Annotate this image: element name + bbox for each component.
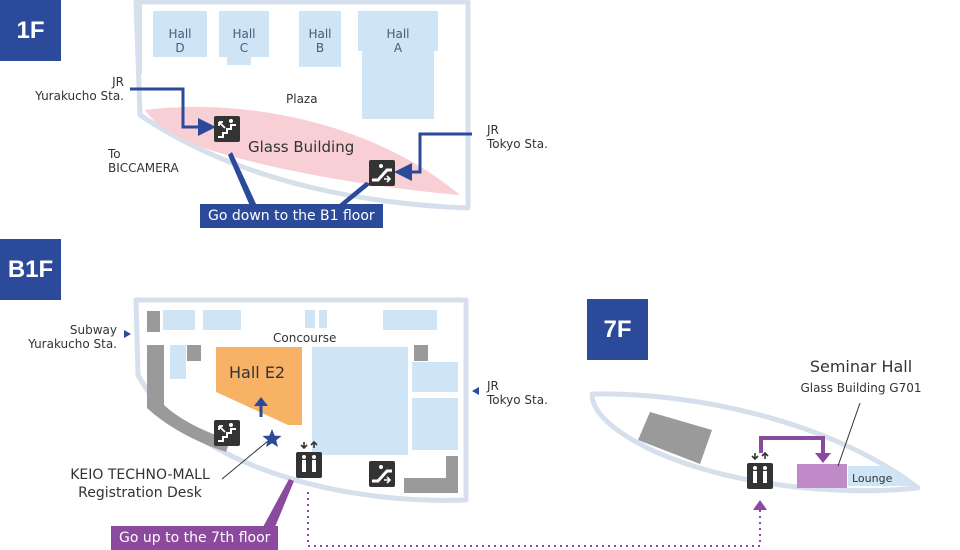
seminar-hall-shape (797, 464, 847, 488)
b1-service (414, 345, 428, 361)
plaza-label: Plaza (286, 92, 318, 106)
callout-pointer-purple (263, 479, 294, 527)
stairs-icon (214, 420, 240, 446)
hall-c-tab (227, 57, 251, 65)
callout-pointer-left (228, 152, 257, 206)
hall-b-shape (299, 11, 341, 67)
registration-pointer (221, 440, 269, 480)
floor-b1f-map (124, 297, 479, 527)
seminar-room-label: Glass Building G701 (800, 381, 922, 395)
escalator-icon (369, 160, 395, 186)
f7-service-block (638, 412, 712, 464)
concourse-block (312, 347, 408, 455)
subway-arrow (124, 330, 131, 338)
hall-d-shape (153, 11, 207, 57)
route-elevator-seminar (759, 436, 825, 455)
seminar-hall-label: Seminar Hall (809, 357, 913, 376)
b1-service (187, 345, 201, 361)
hall-e2-label: Hall E2 (229, 363, 286, 382)
star-icon (262, 429, 282, 447)
f1-left-wall (136, 2, 142, 74)
route-7f-arrowhead (753, 500, 767, 510)
hall-a-shape (358, 11, 438, 51)
glass-building-label: Glass Building (248, 138, 355, 156)
b1-room (163, 310, 195, 330)
b1-left-corridor (147, 311, 230, 452)
b1-room (319, 310, 327, 328)
route-jr-tokyo (394, 132, 472, 181)
route-b1-to-7f (307, 492, 761, 547)
route-seminar-arrowhead (815, 453, 831, 463)
lounge-label: Lounge (852, 472, 893, 485)
b1-room (383, 310, 437, 330)
b1-room (412, 362, 458, 392)
callout-go-up-7f: Go up to the 7th floor (111, 526, 279, 550)
jr-tokyo-arrow (472, 387, 479, 395)
elevator-icon (296, 434, 322, 480)
b1-room (203, 310, 241, 330)
hall-a-lower (362, 51, 434, 119)
floor-1f-map (130, 0, 472, 211)
floor-badge-7f: 7F (587, 299, 648, 360)
hall-c-shape (219, 11, 269, 57)
escalator-icon (369, 461, 395, 487)
floor-badge-b1f: B1F (0, 239, 61, 300)
b1-room (412, 398, 458, 450)
b1-room (305, 310, 315, 328)
callout-pointer-right (337, 182, 371, 206)
elevator-icon (747, 445, 773, 491)
arrow-icon-head (254, 397, 268, 406)
callout-go-down-b1: Go down to the B1 floor (200, 204, 383, 228)
b1-room (170, 345, 186, 379)
floor-7f-map (589, 391, 921, 494)
seminar-pointer (837, 402, 861, 467)
hall-e2-shape (216, 347, 302, 425)
b1-bottom-right-corridor (404, 456, 458, 493)
lounge-shape (848, 466, 912, 486)
stairs-icon (214, 116, 240, 142)
route-jr-yurakucho (130, 87, 216, 136)
concourse-label: Concourse (273, 331, 337, 345)
floor-badge-1f: 1F (0, 0, 61, 61)
